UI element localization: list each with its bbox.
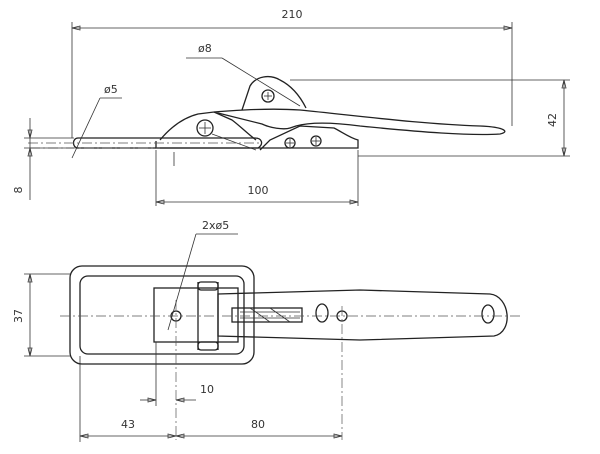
body-pin xyxy=(196,119,214,137)
top-view: 2xø5 37 10 43 80 xyxy=(12,219,520,442)
hook-rod xyxy=(72,137,263,149)
dim-base-length: 100 xyxy=(248,184,269,197)
handle-slot-1 xyxy=(315,303,329,323)
dim-overall-length: 210 xyxy=(282,8,303,21)
pivot-pin xyxy=(261,89,275,103)
base-plate-outer xyxy=(69,265,255,365)
dim-height: 42 xyxy=(546,113,559,127)
latch-handle xyxy=(213,108,506,136)
dim-hole-offset: 10 xyxy=(200,383,214,396)
rivet-2 xyxy=(310,135,322,147)
dim-hook-hole: ø5 xyxy=(104,83,118,96)
dim-end-to-hole: 43 xyxy=(121,418,135,431)
handle-plan xyxy=(217,289,508,341)
latch-body xyxy=(155,125,359,151)
side-view: 210 42 ø8 ø5 8 100 xyxy=(12,8,570,206)
handle-slot-2 xyxy=(481,304,495,324)
pivot-lug xyxy=(241,75,307,111)
dim-pin-diameter: ø8 xyxy=(198,42,212,55)
dim-hole-spacing: 80 xyxy=(251,418,265,431)
dim-mount-holes: 2xø5 xyxy=(202,219,229,232)
rivet-1 xyxy=(284,137,296,149)
dim-thickness: 8 xyxy=(12,187,25,194)
dim-width: 37 xyxy=(12,309,25,323)
base-plate-inner xyxy=(79,275,245,355)
